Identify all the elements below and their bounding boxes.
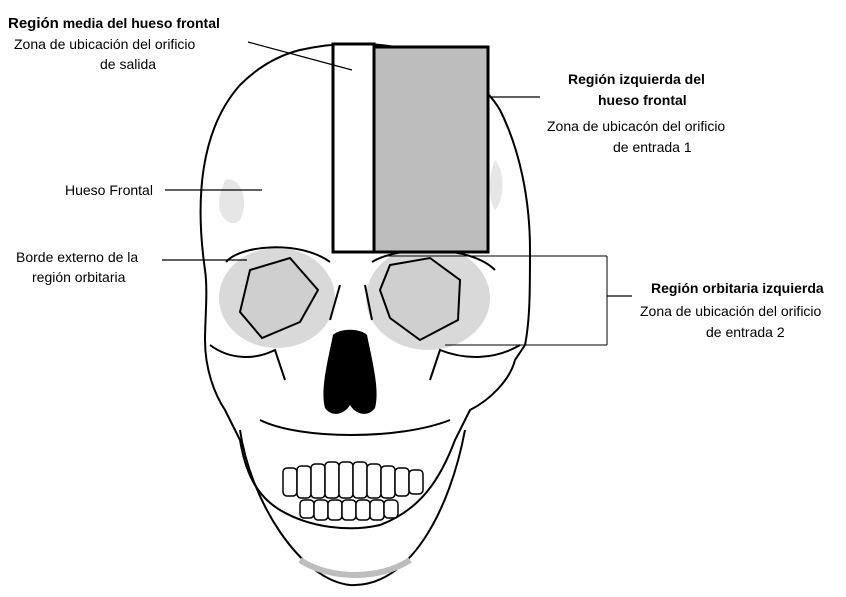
label-media-line2: de salida [100,55,156,73]
label-media-title: Región media del hueso frontal [8,14,220,33]
label-media-line1: Zona de ubicación del orificio [14,35,195,53]
label-borde-line1: Borde externo de la [16,248,138,266]
label-orbitaria-line2: de entrada 2 [706,323,785,341]
middle-frontal-region [333,44,374,252]
label-orbitaria-title: Región orbitaria izquierda [651,279,824,297]
label-hueso-frontal: Hueso Frontal [65,181,153,199]
label-izquierda-title2: hueso frontal [598,91,687,109]
left-frontal-region [374,47,488,252]
label-izquierda-line1: Zona de ubicacón del orificio [547,117,725,135]
lower-teeth [300,500,398,520]
label-borde-line2: región orbitaria [32,268,125,286]
label-izquierda-title1: Región izquierda del [568,70,705,88]
label-media-title-a: Región [8,15,59,32]
label-media-title-b: media del hueso frontal [63,15,220,31]
upper-teeth [283,462,423,498]
label-izquierda-line2: de entrada 1 [613,138,692,156]
label-orbitaria-line1: Zona de ubicación del orificio [640,302,821,320]
